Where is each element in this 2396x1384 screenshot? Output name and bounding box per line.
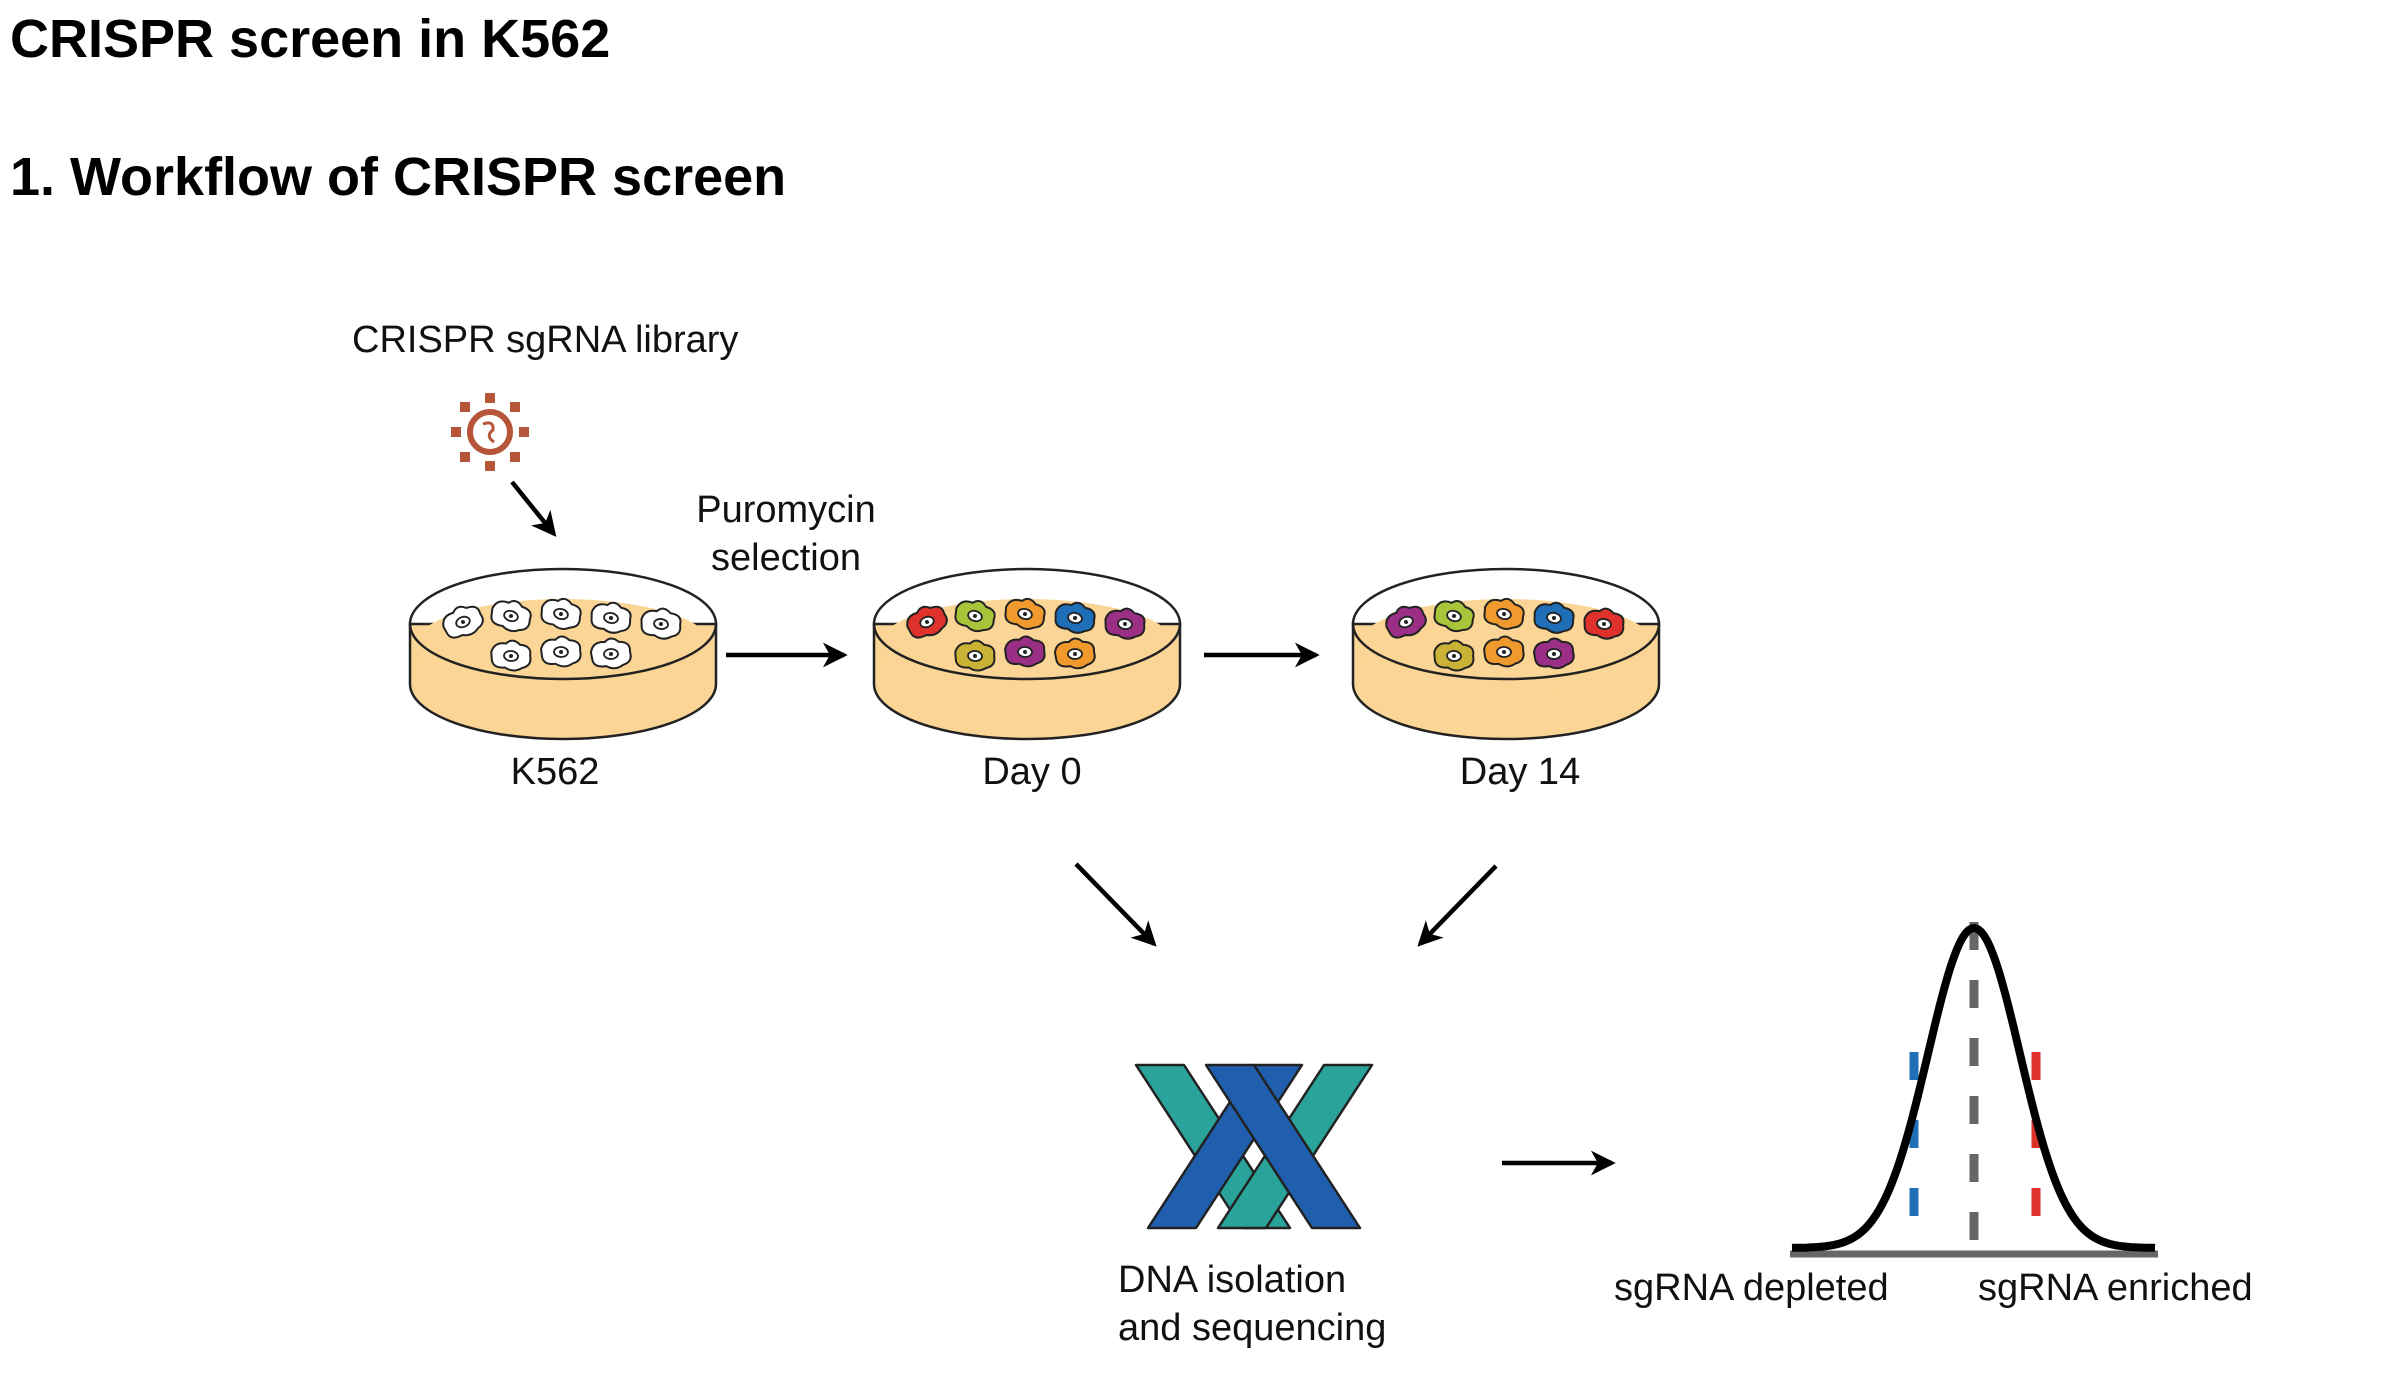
- section-heading: 1. Workflow of CRISPR screen: [10, 147, 787, 207]
- cell: [1054, 601, 1096, 634]
- depleted-label: sgRNA depleted: [1614, 1267, 1889, 1309]
- cell: [1583, 607, 1625, 640]
- dna-label-line1: DNA isolation: [1118, 1259, 1346, 1301]
- virus-icon: [451, 393, 529, 471]
- petri-dishes: [408, 567, 1661, 741]
- cell: [1483, 635, 1525, 668]
- arrow-virus-to-dish: [510, 480, 557, 537]
- library-label: CRISPR sgRNA library: [352, 319, 738, 361]
- dish-label-day14: Day 14: [1460, 751, 1580, 793]
- cell: [540, 597, 582, 630]
- distribution-curve-icon: [1790, 922, 2158, 1258]
- dish-label-k562: K562: [511, 751, 600, 793]
- cell: [490, 639, 532, 672]
- cell: [1433, 600, 1475, 633]
- dna-label-line2: and sequencing: [1118, 1307, 1386, 1349]
- dish-label-day0: Day 0: [982, 751, 1081, 793]
- petri-dish-k562: [408, 567, 718, 741]
- cell: [490, 600, 532, 633]
- cell: [640, 607, 682, 640]
- petri-dish-day0: [872, 567, 1182, 741]
- cell: [1053, 637, 1096, 670]
- cell: [906, 605, 948, 639]
- cell: [954, 639, 996, 672]
- cell: [590, 601, 632, 634]
- arrow-day0-to-dna: [1074, 862, 1157, 947]
- cell: [1104, 607, 1146, 640]
- cell: [1433, 639, 1475, 672]
- enriched-label: sgRNA enriched: [1978, 1267, 2253, 1309]
- petri-dish-day14: [1351, 567, 1661, 741]
- cell: [1004, 635, 1046, 668]
- cell: [1483, 597, 1525, 630]
- dna-helix-icon: [1134, 1063, 1374, 1230]
- cell: [540, 635, 582, 668]
- page-title: CRISPR screen in K562: [10, 9, 611, 69]
- cell: [1532, 637, 1575, 670]
- cell: [1385, 605, 1427, 639]
- bell-curve: [1791, 924, 2156, 1252]
- cell: [954, 600, 996, 633]
- selection-label-line1: Puromycin: [696, 489, 876, 531]
- cell: [589, 637, 632, 670]
- cell: [1004, 597, 1046, 630]
- cell: [442, 605, 484, 639]
- arrow-day14-to-dna: [1417, 864, 1498, 947]
- selection-label-line2: selection: [711, 537, 861, 579]
- cell: [1533, 601, 1575, 634]
